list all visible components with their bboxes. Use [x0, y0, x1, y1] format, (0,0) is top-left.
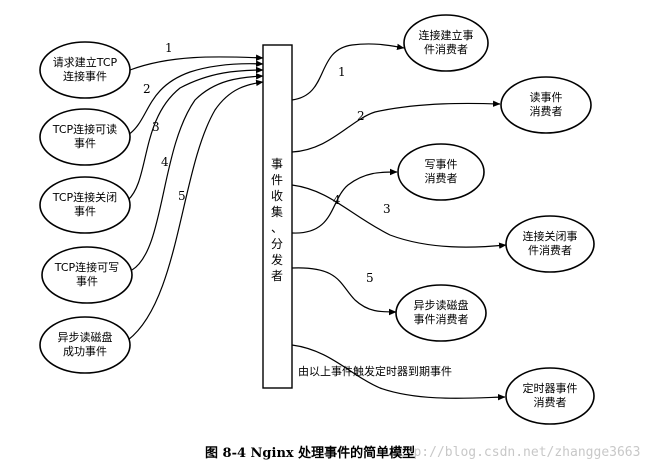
- producer-arrow-2: [127, 60, 264, 136]
- collector-char: 件: [271, 173, 283, 187]
- producer-5-line2: 成功事件: [63, 345, 107, 358]
- collector-char: 分: [271, 237, 283, 251]
- producer-arrows: [127, 54, 264, 341]
- producer-4-line2: 事件: [76, 275, 98, 288]
- producer-arrow-1: [129, 54, 264, 71]
- consumer-read-line2: 消费者: [530, 104, 563, 118]
- consumer-connect-line1: 连接建立事: [419, 28, 474, 42]
- event-collector-bar: [262, 44, 293, 389]
- producer-4: TCP连接可写 事件: [41, 246, 133, 304]
- producer-2-line1: TCP连接可读: [52, 122, 117, 136]
- consumer-write: 写事件 消费者: [397, 143, 485, 201]
- consumer-write-line1: 写事件: [425, 158, 458, 171]
- producer-5-line1: 异步读磁盘: [58, 330, 113, 344]
- collector-char: 事: [271, 157, 283, 171]
- consumer-arrow-2: [291, 100, 501, 153]
- collector-char: 收: [271, 189, 283, 203]
- consumer-timer: 定时器事件 消费者: [505, 367, 595, 425]
- consumer-connect: 连接建立事 件消费者: [403, 14, 489, 72]
- consumer-number-5: 5: [366, 271, 374, 285]
- figure-caption: 图 8-4 Nginx 处理事件的简单模型: [205, 445, 415, 461]
- consumer-numbers: 1 2 4 3 5: [333, 65, 391, 285]
- producer-number-3: 3: [152, 120, 160, 134]
- consumer-async-read-line2: 事件消费者: [414, 312, 469, 326]
- consumer-close: 连接关闭事 件消费者: [505, 215, 595, 273]
- watermark: http://blog.csdn.net/zhangge3663: [390, 445, 640, 460]
- consumer-timer-line2: 消费者: [534, 395, 567, 409]
- collector-char: 集: [271, 204, 283, 219]
- producer-arrow-3: [127, 66, 264, 201]
- producer-2-line2: 事件: [74, 137, 96, 150]
- consumer-arrow-3: [291, 184, 507, 249]
- producer-1: 请求建立TCP 连接事件: [39, 41, 131, 99]
- producer-number-2: 2: [143, 82, 151, 96]
- consumer-arrow-4: [291, 168, 398, 234]
- producer-5: 异步读磁盘 成功事件: [39, 316, 131, 374]
- producer-3-line1: TCP连接关闭: [52, 190, 117, 204]
- consumer-number-2: 2: [357, 109, 365, 123]
- producer-arrow-5: [127, 79, 264, 341]
- producer-1-line2: 连接事件: [63, 70, 107, 83]
- consumer-number-3: 3: [383, 202, 391, 216]
- producer-number-5: 5: [178, 189, 186, 203]
- collector-char: 者: [271, 269, 283, 283]
- producer-3-line2: 事件: [74, 205, 96, 218]
- consumer-arrow-5: [291, 267, 397, 316]
- consumer-async-read-line1: 异步读磁盘: [414, 298, 469, 312]
- consumer-arrows: [291, 43, 507, 401]
- producer-arrow-4: [131, 73, 264, 271]
- producer-2: TCP连接可读 事件: [39, 108, 131, 166]
- consumer-write-line2: 消费者: [425, 171, 458, 185]
- consumer-number-4: 4: [333, 193, 341, 207]
- timer-arrow: [291, 344, 506, 401]
- consumer-connect-line2: 件消费者: [424, 42, 468, 56]
- producer-4-line1: TCP连接可写: [54, 261, 119, 274]
- collector-char: 发: [271, 252, 283, 267]
- consumer-arrow-1: [291, 43, 405, 101]
- collector-label: 事 件 收 集 、 分 发 者: [271, 157, 283, 283]
- producer-1-line1: 请求建立TCP: [53, 55, 118, 69]
- producer-number-1: 1: [165, 41, 173, 55]
- producer-numbers: 1 2 3 4 5: [143, 41, 186, 203]
- consumer-read-line1: 读事件: [530, 90, 563, 104]
- producer-3: TCP连接关闭 事件: [39, 176, 131, 234]
- timer-note: 由以上事件触发定时器到期事件: [298, 364, 452, 378]
- consumer-close-line1: 连接关闭事: [523, 229, 578, 243]
- consumer-number-1: 1: [338, 65, 346, 79]
- consumer-close-line2: 件消费者: [528, 243, 572, 257]
- producer-number-4: 4: [161, 155, 169, 169]
- collector-char: 、: [271, 221, 283, 235]
- consumer-read: 读事件 消费者: [500, 76, 592, 134]
- consumer-async-read: 异步读磁盘 事件消费者: [395, 284, 487, 342]
- consumer-timer-line1: 定时器事件: [523, 381, 578, 395]
